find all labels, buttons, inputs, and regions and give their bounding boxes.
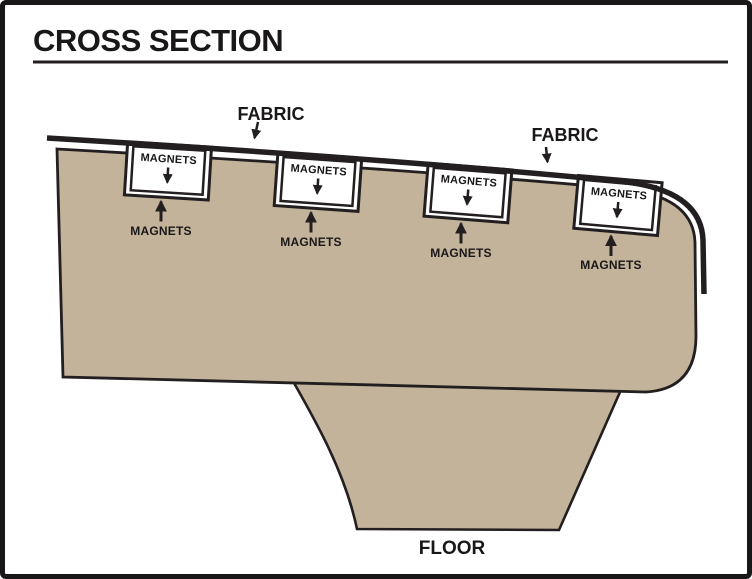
magnet-assembly: MAGNETS [122, 140, 214, 202]
arrow-down-icon [251, 121, 262, 140]
magnet-pointer-callout: MAGNETS [130, 199, 192, 238]
magnet-assembly: MAGNETS [272, 151, 364, 213]
fabric-label: FABRIC [238, 104, 305, 124]
magnet-pointer-label: MAGNETS [430, 246, 491, 260]
arrow-down-icon [541, 146, 552, 164]
magnet-box-label: MAGNETS [440, 173, 497, 189]
floor-label: FLOOR [419, 538, 486, 559]
magnet-pointer-label: MAGNETS [280, 235, 341, 249]
arrow-down-icon [612, 201, 623, 219]
magnet-pointer-callout: MAGNETS [430, 221, 492, 260]
magnet-assembly: MAGNETS [422, 161, 514, 225]
fabric-label: FABRIC [532, 125, 599, 145]
magnet-pointer-callout: MAGNETS [580, 234, 642, 272]
magnet-box-label: MAGNETS [290, 163, 347, 179]
fabric-callout-left: FABRIC [238, 104, 305, 140]
magnet-box-label: MAGNETS [590, 186, 647, 203]
arrow-down-icon [462, 189, 473, 206]
magnet-pointer-label: MAGNETS [130, 224, 191, 238]
title-underline [33, 60, 728, 64]
arrow-down-icon [162, 167, 173, 184]
page-title: CROSS SECTION [33, 23, 283, 58]
cross-section-diagram: CROSS SECTION MAGNETS MAGNETS MAGNETS [33, 23, 728, 559]
arrow-down-icon [312, 178, 323, 195]
pedestal-outline [292, 382, 622, 532]
magnet-pointer-callout: MAGNETS [280, 210, 342, 249]
magnet-pointer-label: MAGNETS [580, 258, 641, 272]
pedestal-fill [294, 383, 620, 530]
pedestal-shape [292, 382, 622, 532]
fabric-line [46, 135, 707, 295]
magnet-box-label: MAGNETS [140, 152, 197, 167]
fabric-callout-right: FABRIC [532, 125, 599, 164]
